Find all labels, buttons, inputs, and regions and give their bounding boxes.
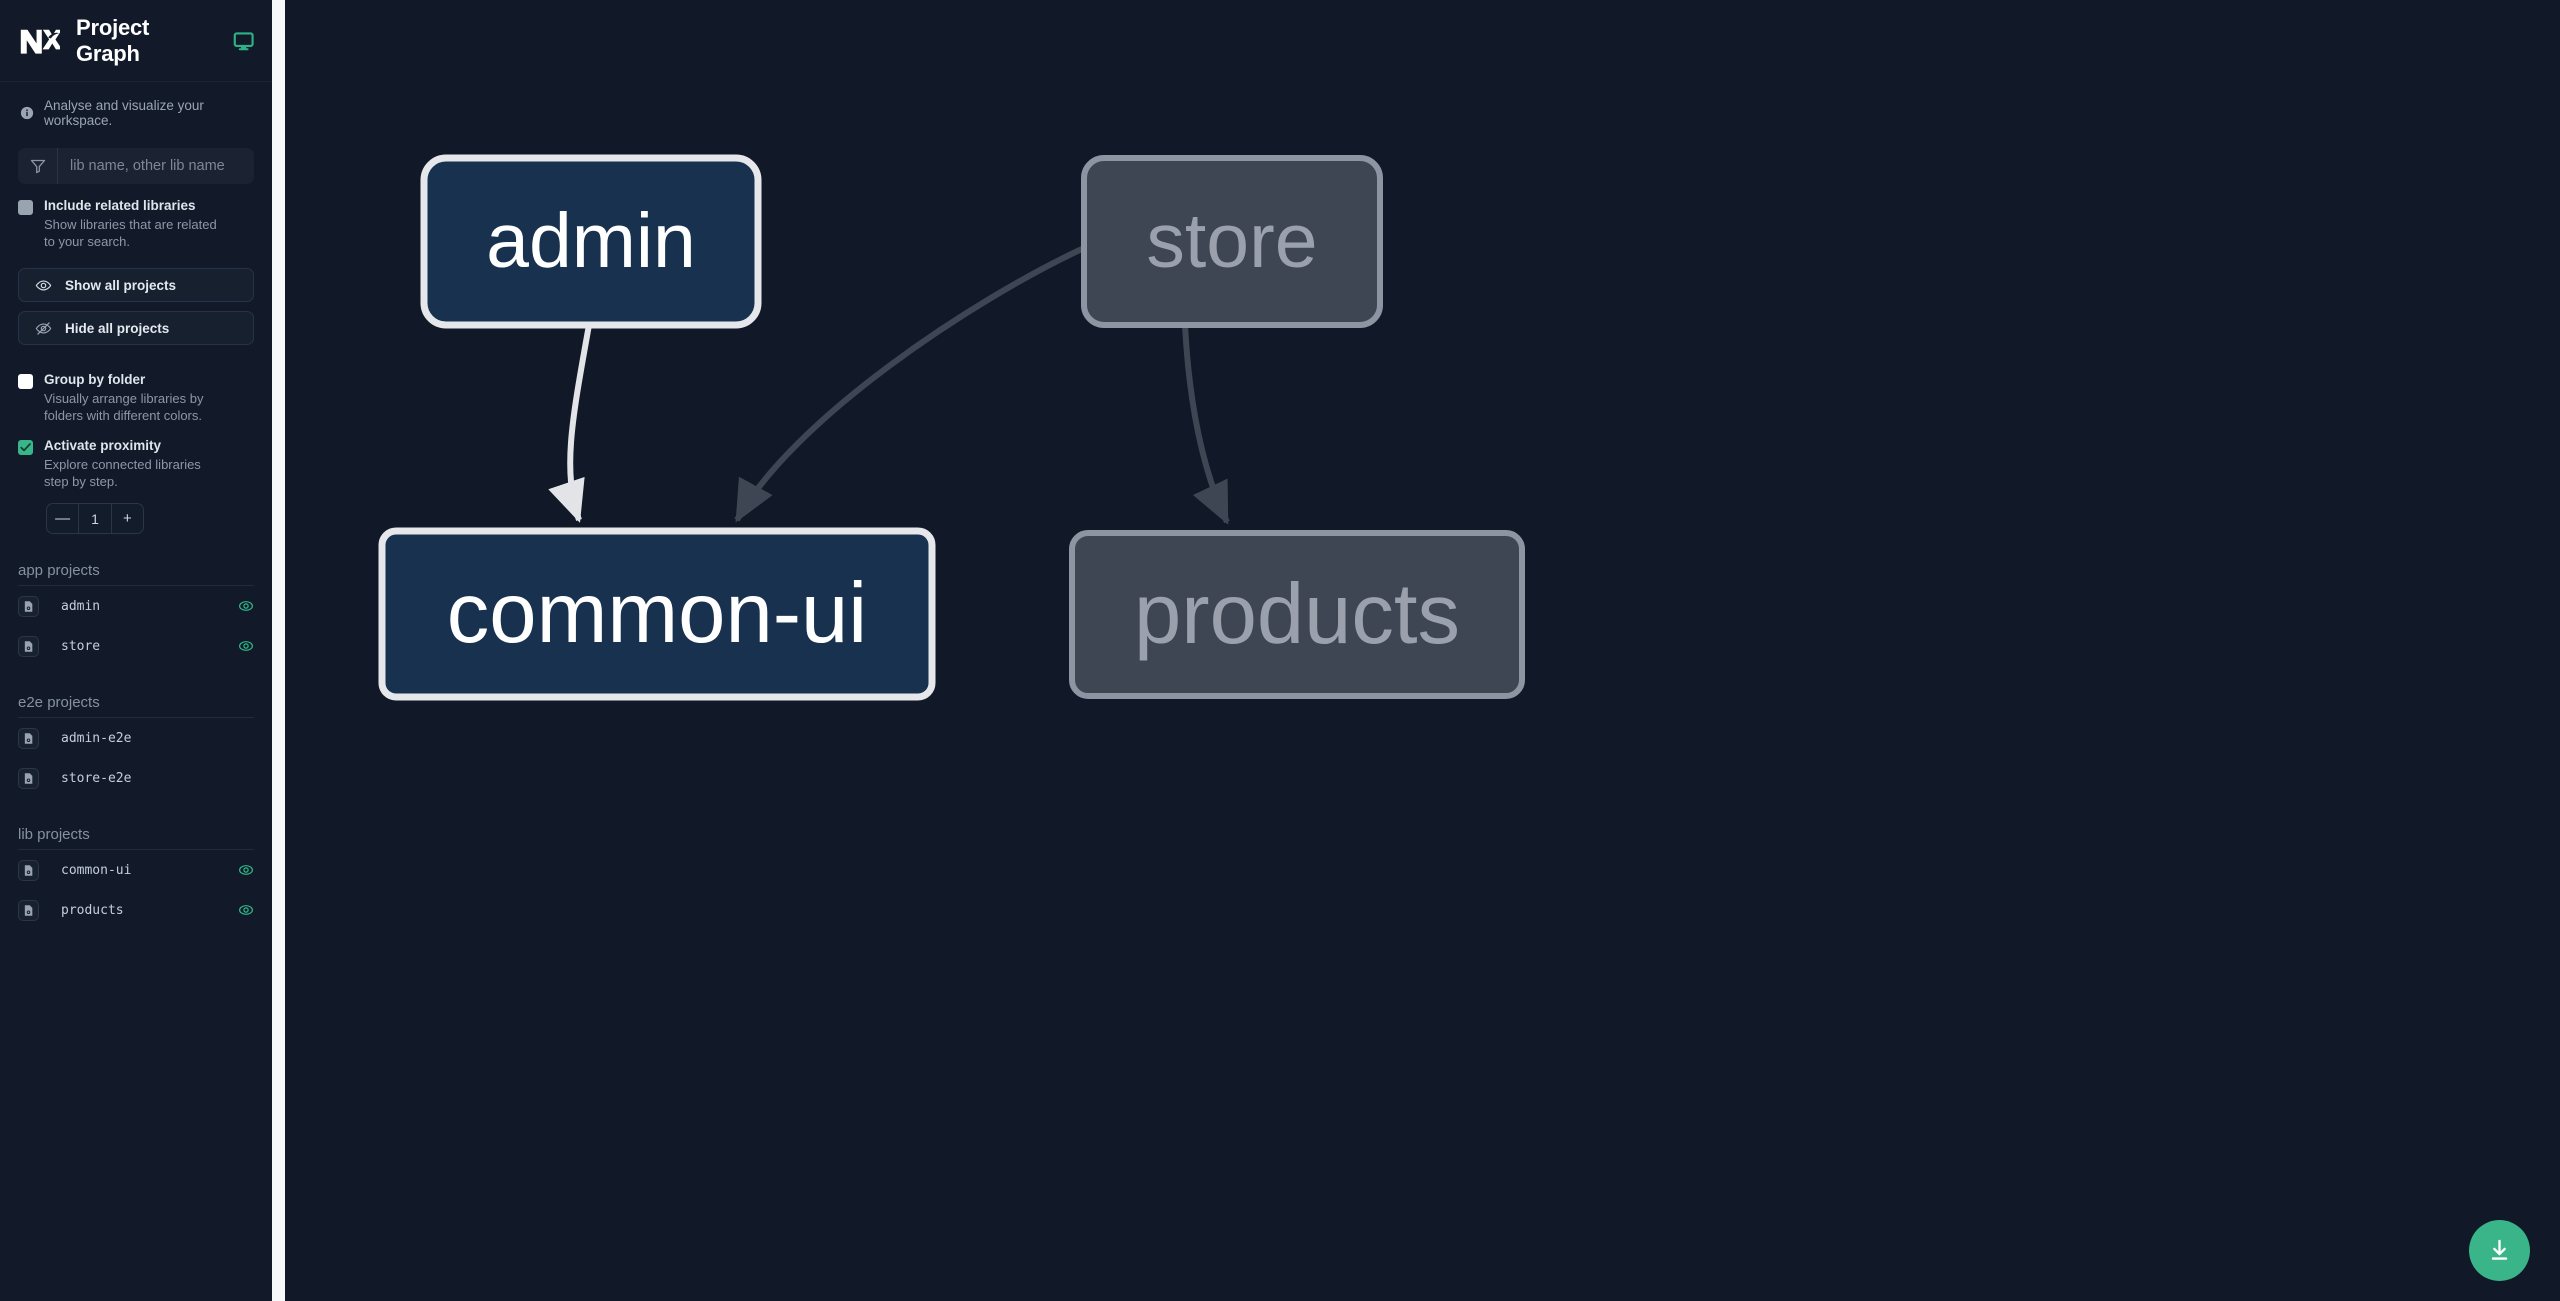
- project-file-icon-button[interactable]: [18, 595, 39, 617]
- option-activate-proximity[interactable]: Activate proximity Explore connected lib…: [0, 424, 272, 490]
- info-icon: [20, 106, 34, 120]
- option-description: Explore connected libraries step by step…: [44, 457, 201, 489]
- project-name: common-ui: [61, 862, 132, 878]
- option-label: Group by folder: [44, 372, 146, 388]
- project-name: admin-e2e: [61, 730, 132, 746]
- proximity-stepper: — 1 +: [46, 503, 144, 535]
- group-by-folder-checkbox[interactable]: [18, 374, 33, 390]
- project-file-icon-button[interactable]: [18, 635, 39, 657]
- sidebar-resize-divider[interactable]: [272, 0, 285, 1301]
- funnel-icon-wrap: [18, 148, 58, 184]
- project-row-store[interactable]: store: [18, 626, 254, 666]
- file-icon: [24, 601, 33, 612]
- group-heading-app-projects: app projects: [18, 562, 254, 587]
- graph-edges: [548, 245, 1230, 525]
- show-all-projects-button[interactable]: Show all projects: [18, 268, 254, 303]
- graph-node-common-ui[interactable]: [378, 527, 936, 701]
- project-name: products: [61, 902, 124, 918]
- option-group-by-folder[interactable]: Group by folder Visually arrange librari…: [0, 354, 272, 424]
- proximity-increment-button[interactable]: +: [122, 510, 132, 528]
- nx-logo-icon: [20, 29, 60, 54]
- project-visibility-eye-icon[interactable]: [238, 638, 254, 654]
- file-icon: [24, 733, 33, 744]
- project-visibility-eye-icon[interactable]: [238, 598, 254, 614]
- project-file-icon-button[interactable]: [18, 899, 39, 921]
- page-title: Project Graph: [76, 14, 150, 66]
- project-row-admin-e2e[interactable]: admin-e2e: [18, 718, 254, 758]
- project-visibility-eye-icon[interactable]: [238, 862, 254, 878]
- show-all-projects-label: Show all projects: [65, 277, 177, 293]
- graph-svg: [378, 154, 1525, 701]
- group-heading-lib-projects: lib projects: [18, 826, 254, 851]
- project-file-icon-button[interactable]: [18, 859, 39, 881]
- search-box[interactable]: [18, 148, 254, 184]
- download-graph-button[interactable]: [2469, 1220, 2530, 1281]
- graph-node-products[interactable]: [1069, 530, 1525, 699]
- sidebar-header: Project Graph: [0, 0, 272, 82]
- option-include-related-libraries[interactable]: Include related libraries Show libraries…: [0, 184, 272, 250]
- project-visibility-eye-icon[interactable]: [238, 902, 254, 918]
- option-description: Visually arrange libraries by folders wi…: [44, 391, 204, 423]
- search-input[interactable]: [58, 148, 254, 184]
- group-heading-e2e-projects: e2e projects: [18, 694, 254, 719]
- project-row-store-e2e[interactable]: store-e2e: [18, 758, 254, 798]
- project-row-products[interactable]: products: [18, 890, 254, 930]
- sidebar: Project Graph Analyse and visualize your…: [0, 0, 272, 1301]
- eye-icon: [35, 280, 52, 291]
- graph-node-store[interactable]: [1081, 155, 1383, 328]
- option-label: Include related libraries: [44, 198, 196, 213]
- project-name: store: [61, 638, 101, 654]
- funnel-icon: [30, 159, 45, 174]
- project-row-common-ui[interactable]: common-ui: [18, 850, 254, 890]
- proximity-decrement-button[interactable]: —: [55, 510, 71, 528]
- include-related-libraries-checkbox[interactable]: [18, 200, 33, 215]
- monitor-icon[interactable]: [233, 30, 254, 52]
- option-label: Activate proximity: [44, 438, 162, 454]
- file-icon: [24, 773, 33, 784]
- project-file-icon-button[interactable]: [18, 727, 39, 749]
- download-icon: [2491, 1239, 2508, 1260]
- project-name: store-e2e: [61, 770, 132, 786]
- file-icon: [24, 865, 33, 876]
- file-icon: [24, 641, 33, 652]
- visibility-buttons: Show all projects Hide all projects: [0, 268, 272, 346]
- tagline: Analyse and visualize your workspace.: [0, 82, 272, 142]
- check-icon: [20, 443, 31, 452]
- activate-proximity-checkbox[interactable]: [18, 440, 33, 456]
- hide-all-projects-button[interactable]: Hide all projects: [18, 311, 254, 346]
- project-name: admin: [61, 598, 101, 614]
- project-row-admin[interactable]: admin: [18, 586, 254, 626]
- hide-all-projects-label: Hide all projects: [65, 320, 170, 336]
- eye-off-icon: [35, 321, 52, 335]
- graph-nodes: [378, 154, 1525, 701]
- project-file-icon-button[interactable]: [18, 767, 39, 789]
- option-description: Show libraries that are related to your …: [44, 216, 217, 249]
- edge-store-to-products: [1182, 324, 1230, 525]
- edge-admin-to-common-ui: [548, 324, 592, 523]
- tagline-text: Analyse and visualize your workspace.: [44, 98, 204, 128]
- proximity-value: 1: [78, 504, 112, 534]
- graph-node-admin[interactable]: [420, 154, 762, 329]
- file-icon: [24, 905, 33, 916]
- edge-store-to-common-ui: [734, 245, 1086, 523]
- graph-canvas[interactable]: admin store common-ui products: [272, 0, 2560, 1301]
